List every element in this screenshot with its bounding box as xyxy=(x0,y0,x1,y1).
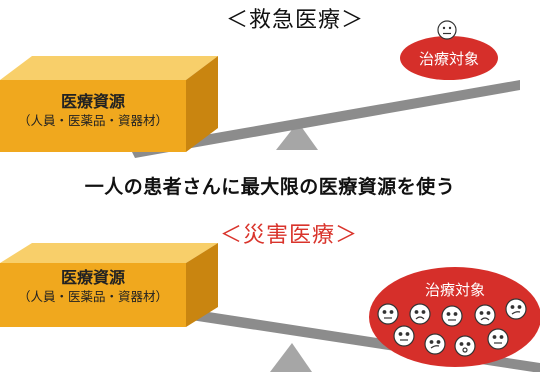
disaster-scene: ＜災害医療＞ 医療資源 （人員・医薬品・資器材） 治療対象 xyxy=(0,215,540,372)
caption: 一人の患者さんに最大限の医療資源を使う xyxy=(84,176,456,198)
resource-box-front xyxy=(0,263,186,327)
resource-box-title: 医療資源 xyxy=(60,268,125,287)
disaster-heading: ＜災害医療＞ xyxy=(220,223,359,248)
patient-oval xyxy=(400,36,498,80)
fulcrum-icon xyxy=(276,122,318,150)
resource-box-subtitle: （人員・医薬品・資器材） xyxy=(17,288,168,304)
resource-box-label: 医療資源 （人員・医薬品・資器材） xyxy=(0,267,186,305)
resource-box-top xyxy=(0,56,218,80)
emergency-heading: ＜救急医療＞ xyxy=(226,8,365,33)
fulcrum-icon xyxy=(270,343,312,372)
patient-face-icon xyxy=(487,328,509,350)
patient-face-icon xyxy=(377,303,399,325)
resource-box-front xyxy=(0,80,186,152)
emergency-scene: ＜救急医療＞ 医療資源 （人員・医薬品・資器材） 治療対象 xyxy=(0,0,540,175)
patient-face-icon xyxy=(437,20,457,40)
patient-face-icon xyxy=(409,303,431,325)
patient-face-icon xyxy=(441,305,463,327)
resource-box-side xyxy=(186,243,218,327)
patient-face-icon xyxy=(393,325,415,347)
resource-box-side xyxy=(186,56,218,152)
resource-box-label: 医療資源 （人員・医薬品・資器材） xyxy=(0,91,186,129)
seesaw-beam xyxy=(130,80,520,158)
patient-faces xyxy=(377,298,527,357)
patients-label: 治療対象 xyxy=(424,281,485,299)
patient-face-icon xyxy=(505,298,527,320)
disaster-balance-diagram xyxy=(0,243,540,372)
patient-face-icon xyxy=(424,333,446,355)
resource-box-title: 医療資源 xyxy=(60,92,125,111)
emergency-balance-diagram xyxy=(0,20,520,158)
patients-label: 治療対象 xyxy=(418,50,479,68)
patient-face-icon xyxy=(454,335,476,357)
resource-box-top xyxy=(0,243,218,263)
patient-face-icon xyxy=(474,304,496,326)
resource-box-subtitle: （人員・医薬品・資器材） xyxy=(17,112,168,128)
